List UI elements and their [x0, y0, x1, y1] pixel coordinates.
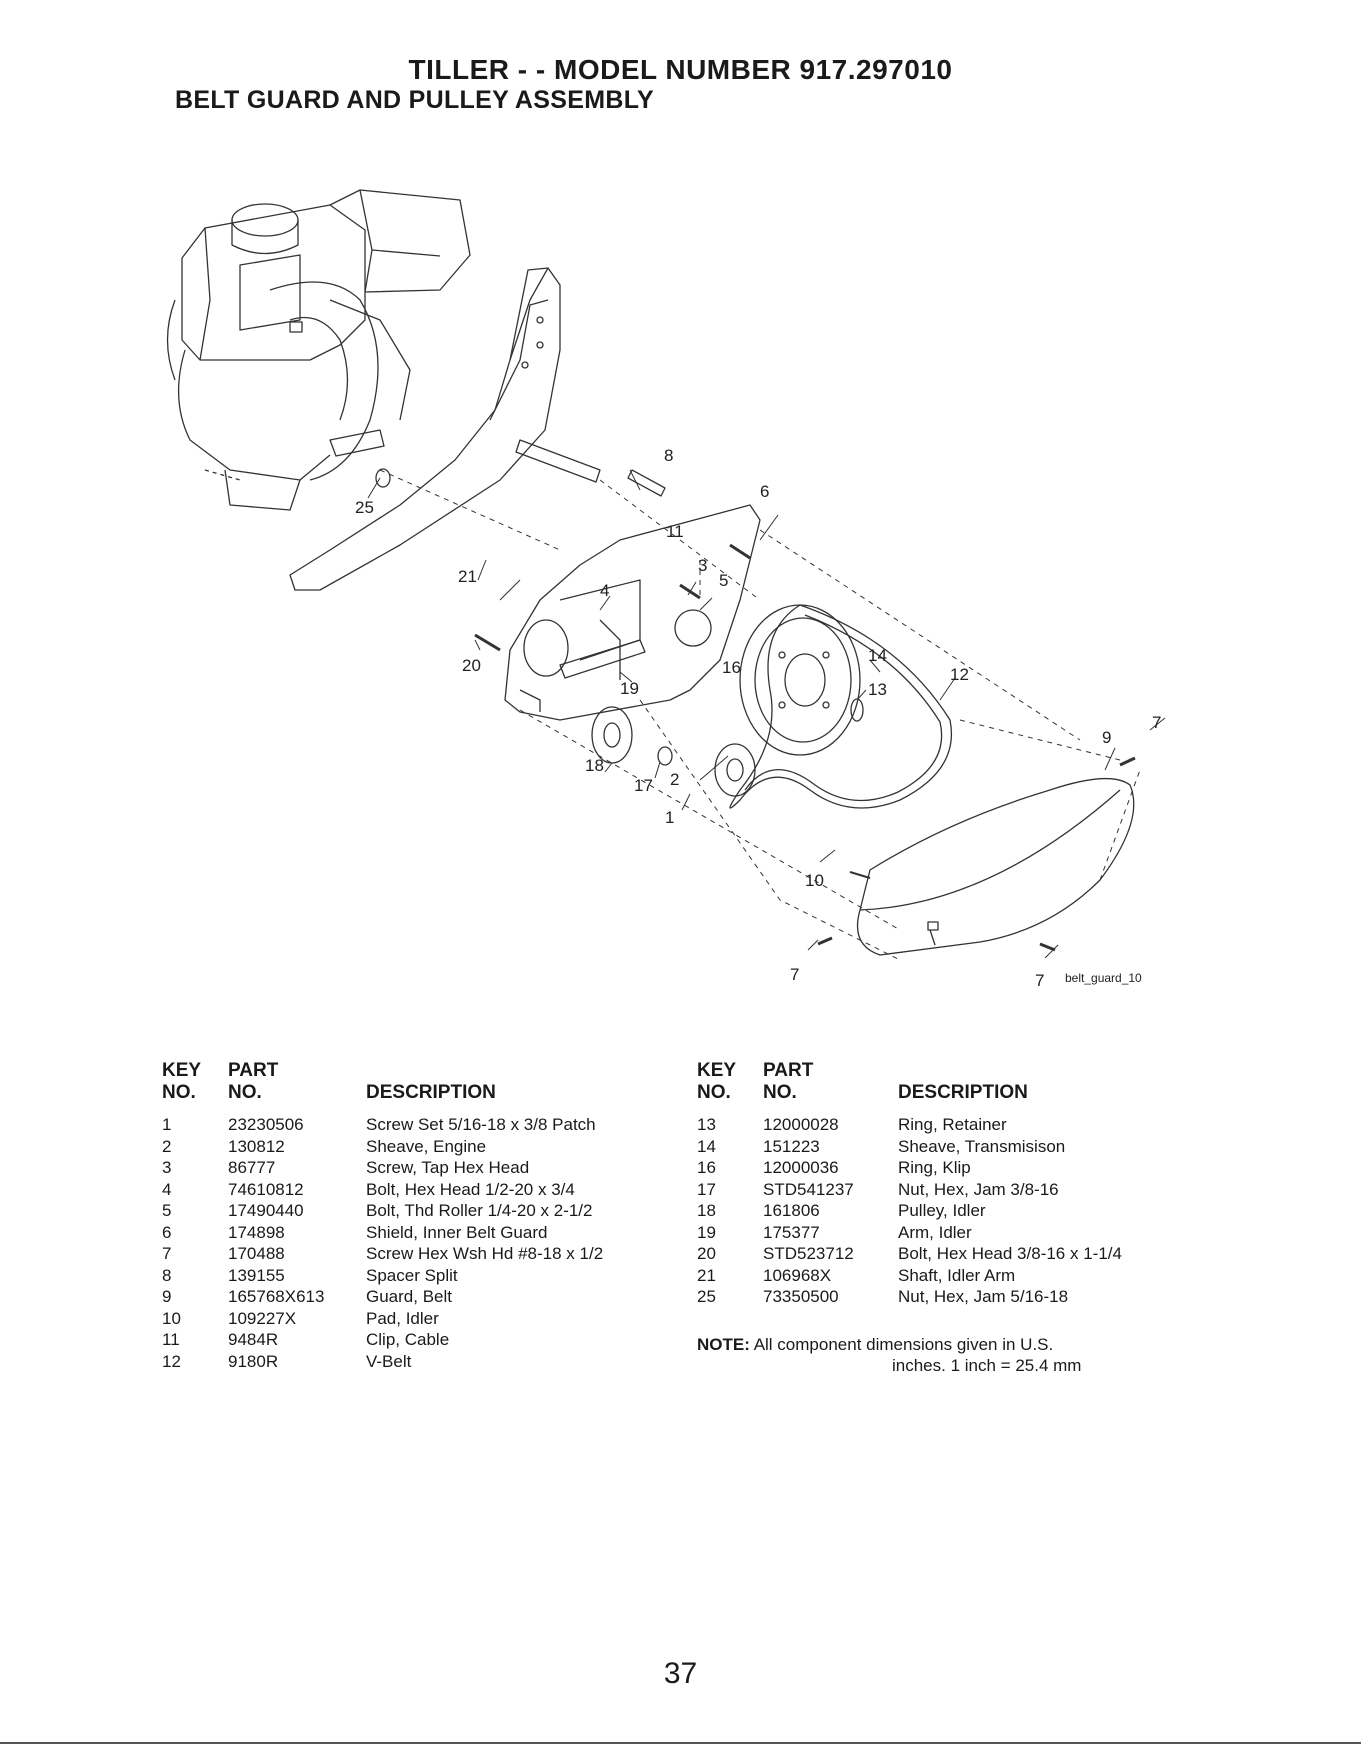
header-part-no: NO.	[228, 1082, 262, 1103]
callout-9: 9	[1102, 728, 1111, 747]
header-key: KEY	[697, 1060, 737, 1081]
callout-21: 21	[458, 567, 477, 586]
callout-4: 4	[600, 581, 609, 600]
page-number: 37	[663, 1657, 698, 1690]
callout-11: 11	[666, 522, 684, 541]
callout-14: 14	[868, 646, 887, 665]
engine-illustration	[166, 189, 471, 511]
callout-16: 16	[722, 658, 741, 677]
header-part: PART	[763, 1060, 814, 1081]
callout-18: 18	[585, 756, 604, 775]
callout-5: 5	[719, 571, 728, 590]
callout-8: 8	[664, 446, 673, 465]
header-description: DESCRIPTION	[366, 1082, 496, 1103]
callout-3: 3	[698, 556, 707, 575]
callout-12: 12	[950, 665, 969, 684]
footer-divider	[0, 1742, 1361, 1744]
header-part: PART	[228, 1060, 279, 1081]
callout-20: 20	[462, 656, 481, 675]
header-part-no: NO.	[763, 1082, 797, 1103]
page-title: TILLER - - MODEL NUMBER 917.297010	[408, 54, 953, 85]
transmission-sheave	[739, 604, 861, 756]
callout-7-bottom-left: 7	[790, 965, 799, 984]
header-key: KEY	[162, 1060, 202, 1081]
idler-arm	[559, 639, 646, 679]
section-title: BELT GUARD AND PULLEY ASSEMBLY	[175, 86, 654, 114]
diagram-tag: belt_guard_10	[1065, 971, 1142, 985]
note-line-1: All component dimensions given in U.S.	[753, 1335, 1054, 1354]
idler-pulley	[591, 706, 633, 764]
callout-17: 17	[634, 776, 653, 795]
idler-shaft	[515, 439, 601, 483]
note-label: NOTE:	[697, 1335, 750, 1354]
engine-sheave	[714, 743, 756, 797]
v-belt	[729, 604, 952, 809]
header-key-no: NO.	[697, 1082, 731, 1103]
note-line-2: inches. 1 inch = 25.4 mm	[892, 1356, 1082, 1375]
callout-10: 10	[805, 871, 824, 890]
header-description: DESCRIPTION	[898, 1082, 1028, 1103]
callout-25: 25	[355, 498, 374, 517]
callout-1: 1	[665, 808, 674, 827]
header-key-no: NO.	[162, 1082, 196, 1103]
callout-6: 6	[760, 482, 769, 501]
callout-2: 2	[670, 770, 679, 789]
callout-7-bottom-right: 7	[1035, 971, 1044, 990]
callout-13: 13	[868, 680, 887, 699]
exploded-parts-diagram: 25 8 6 11 21 3 5 4 20 19 16 14 13 12 9 7…	[166, 189, 1166, 990]
callout-19: 19	[620, 679, 639, 698]
callout-7-right: 7	[1152, 713, 1161, 732]
belt-guard	[856, 777, 1135, 956]
frame-bracket	[289, 267, 561, 591]
dimensions-note: NOTE: All component dimensions given in …	[697, 1334, 1081, 1376]
